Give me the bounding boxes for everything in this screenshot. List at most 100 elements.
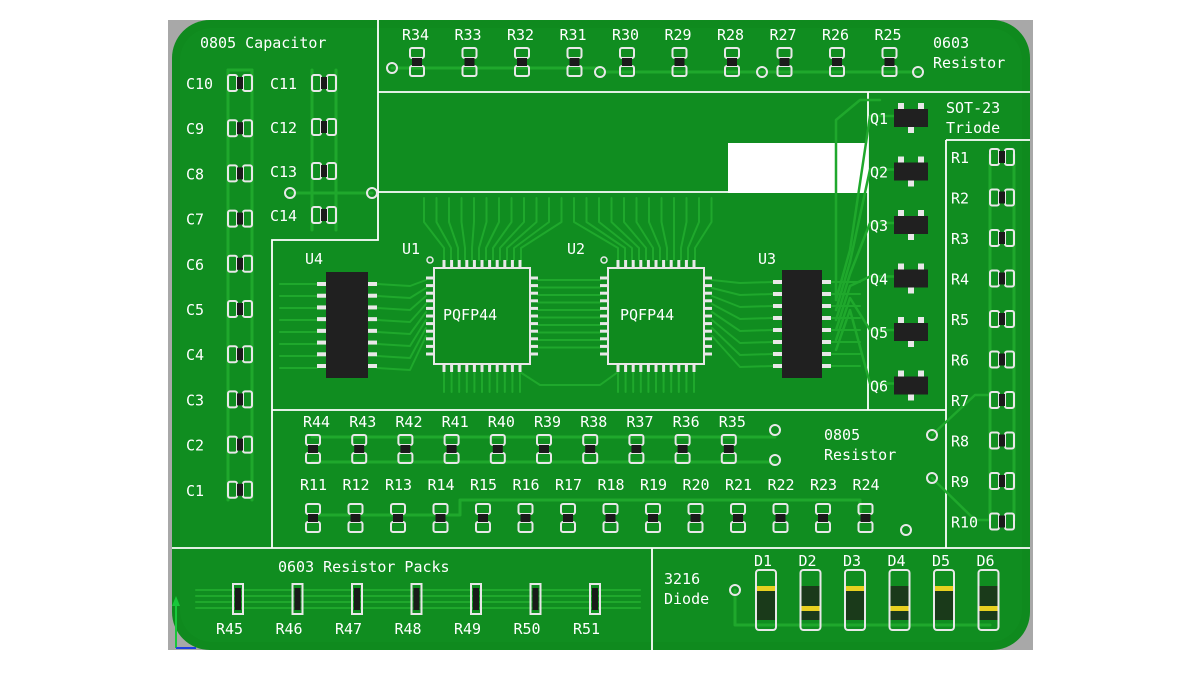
trace-header-2 — [448, 197, 459, 261]
diode-body — [801, 586, 820, 620]
resistor-r29 — [671, 47, 688, 77]
ic-u3-pin — [822, 352, 831, 356]
label-resistor-r41: R41 — [442, 413, 469, 431]
label-resistor-r14: R14 — [428, 476, 455, 494]
label-resistor-pack-r47: R47 — [335, 620, 362, 638]
label-u1-package: PQFP44 — [443, 306, 497, 324]
transistor-pin — [908, 341, 914, 347]
trace-u3-left-2 — [711, 295, 774, 308]
transistor-q1 — [894, 103, 928, 133]
ic-u1-pin — [450, 364, 454, 372]
diode-d6 — [977, 569, 1000, 631]
capacitor-c1-body — [237, 483, 243, 496]
resistor-r11-body — [308, 514, 318, 522]
label-capacitor-c1: C1 — [186, 482, 204, 500]
label-resistor-r29: R29 — [665, 26, 692, 44]
capacitor-c10-body — [237, 77, 243, 89]
ic-u2-pin — [600, 352, 608, 356]
capacitor-c2 — [227, 435, 253, 454]
trace-top-resistor-bus — [390, 66, 922, 74]
resistor-r14-body — [435, 514, 446, 522]
trace-u3-left-7 — [711, 335, 774, 368]
resistor-r19 — [645, 503, 661, 533]
ic-u3-pin — [773, 316, 782, 320]
pack-body — [354, 588, 360, 610]
ic-u1-pin — [426, 291, 434, 295]
trace-q-2 — [834, 221, 896, 322]
via-r10 — [926, 472, 938, 484]
resistor-r1-body — [999, 151, 1005, 163]
label-0603-resistor-packs: 0603 Resistor Packs — [278, 558, 450, 576]
capacitor-c11 — [311, 74, 337, 92]
ic-u4-pin — [317, 352, 326, 357]
label-capacitor-c6: C6 — [186, 256, 204, 274]
resistor-r14 — [432, 503, 449, 533]
trace-u3-left-1 — [711, 287, 774, 296]
resistor-pack-r47 — [351, 583, 363, 615]
ic-u4-pin — [317, 317, 326, 322]
ic-u3-pin — [822, 340, 831, 344]
label-resistor-r42: R42 — [395, 413, 422, 431]
ic-u2-pin — [704, 314, 712, 318]
via-top-mid2 — [756, 66, 768, 78]
capacitor-c3-body — [237, 393, 243, 406]
ic-u2-pin — [692, 260, 696, 268]
label-capacitor-c9: C9 — [186, 120, 204, 138]
label-capacitor-c10: C10 — [186, 75, 213, 93]
transistor-q3 — [894, 210, 928, 240]
ic-u1-pin — [472, 260, 476, 268]
label-resistor-r33: R33 — [455, 26, 482, 44]
ic-u1-pin — [457, 260, 461, 268]
trace-diode-bus — [733, 588, 992, 627]
diode-d2 — [799, 569, 822, 631]
label-transistor-q1: Q1 — [870, 110, 888, 128]
label-resistor-r32: R32 — [507, 26, 534, 44]
ic-u1-pin — [518, 260, 522, 268]
ic-u3-pin — [822, 364, 831, 368]
capacitor-c7 — [227, 209, 253, 228]
label-diode-d4: D4 — [888, 552, 906, 570]
label-resistor-r13: R13 — [385, 476, 412, 494]
label-u2: U2 — [567, 240, 585, 258]
resistor-r29-body — [674, 58, 685, 66]
resistor-r41 — [443, 434, 460, 464]
ic-u3-pin — [773, 304, 782, 308]
ic-u2-pin — [631, 260, 635, 268]
label-capacitor-c14: C14 — [270, 207, 297, 225]
resistor-r20-body — [690, 514, 701, 522]
label-0603-resistor-2: Resistor — [933, 54, 1005, 72]
ic-u1-pin — [530, 306, 538, 310]
resistor-r15-body — [478, 514, 488, 522]
pack-outline — [410, 583, 423, 615]
resistor-r43 — [351, 434, 368, 464]
trace-header-5 — [478, 197, 488, 261]
pack-outline — [351, 583, 363, 615]
ic-u3-pin — [822, 280, 831, 284]
ic-u4-pin — [368, 340, 377, 345]
resistor-r33 — [461, 47, 478, 77]
pack-outline — [232, 583, 244, 615]
capacitor-c5 — [227, 300, 253, 318]
ic-u2-pin — [600, 276, 608, 280]
label-resistor-r21: R21 — [725, 476, 752, 494]
ic-u2-pin — [624, 364, 628, 372]
ic-u4 — [317, 272, 377, 378]
ic-u1-pin — [457, 364, 461, 372]
ic-u4-pin — [368, 293, 377, 298]
trace-header-18 — [648, 197, 661, 261]
label-transistor-q3: Q3 — [870, 217, 888, 235]
resistor-r15 — [475, 503, 491, 533]
resistor-r39-body — [539, 445, 549, 453]
trace-u3-left-0 — [711, 279, 774, 284]
resistor-r30 — [619, 47, 635, 77]
label-resistor-pack-r48: R48 — [395, 620, 422, 638]
resistor-r13-body — [393, 514, 403, 522]
label-resistor-r24: R24 — [853, 476, 880, 494]
diode-outline — [799, 569, 822, 631]
resistor-r11 — [305, 503, 321, 533]
ic-u1-pin — [450, 260, 454, 268]
ic-u4-pin — [368, 305, 377, 310]
ic-u1-pin — [426, 352, 434, 356]
